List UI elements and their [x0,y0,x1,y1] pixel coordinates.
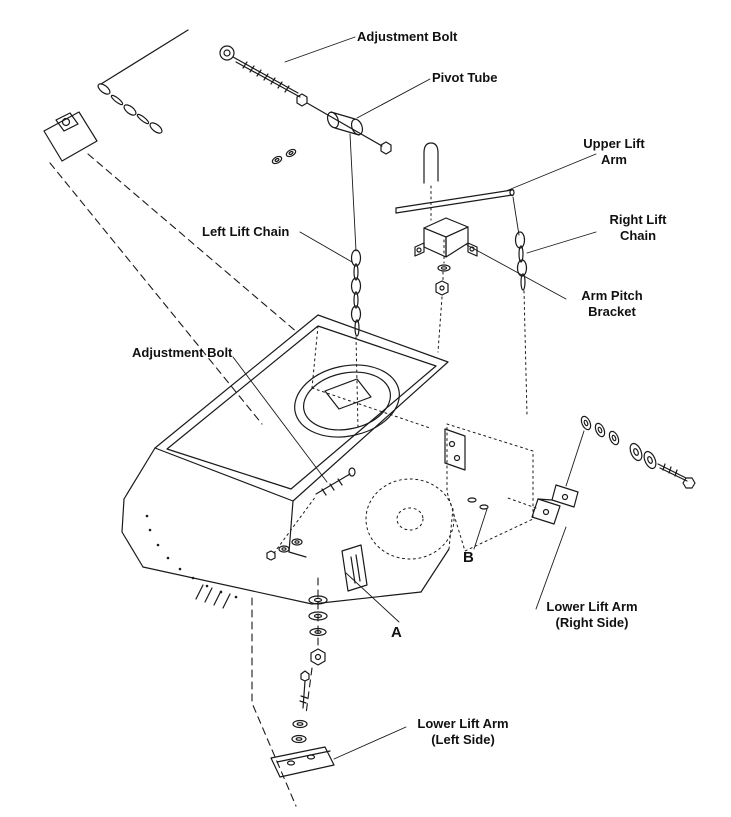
adjustment-bolt-lower [266,467,356,561]
right-lift-chain [514,231,528,416]
adjustment-bolt-top [219,45,392,165]
label-adjustment-bolt-top: Adjustment Bolt [357,29,458,44]
right-hardware [565,415,696,489]
lower-lift-arm-left-plate [270,746,335,778]
upper-lift-arm [395,142,520,236]
leader-lines [232,36,597,760]
label-arm-pitch-bracket: Arm Pitch Bracket [581,288,643,320]
label-upper-lift-arm: Upper Lift Arm [583,136,645,168]
label-lower-lift-arm-left: Lower Lift Arm (Left Side) [417,716,509,748]
label-pivot-tube: Pivot Tube [432,70,498,85]
marker-b: B [463,549,474,566]
rivet-dots [145,514,238,599]
u-bolt [423,142,439,184]
marker-a: A [391,624,402,641]
label-left-lift-chain: Left Lift Chain [202,224,290,239]
lower-lift-arm-right-bracket [504,484,579,525]
label-lower-lift-arm-right: Lower Lift Arm (Right Side) [546,599,638,631]
label-right-lift-chain: Right Lift Chain [609,212,667,244]
lower-left-hardware [251,577,335,807]
hanger-plate-and-chain [43,29,299,425]
deck-mount-bracket-a [341,544,368,592]
arm-pitch-bracket [414,217,478,353]
label-adjustment-bolt-lower: Adjustment Bolt [132,345,233,360]
pivot-tube [326,111,364,252]
deck-body [121,314,534,609]
